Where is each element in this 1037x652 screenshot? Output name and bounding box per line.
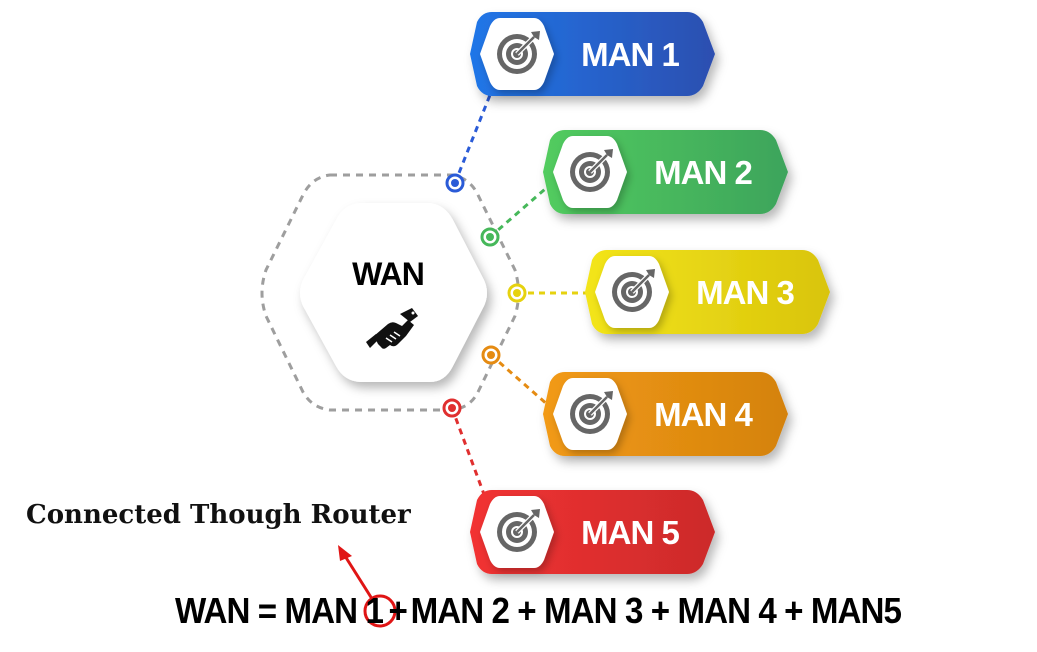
man-node-2: MAN 2 — [543, 130, 788, 214]
wan-hub — [300, 203, 487, 382]
target-icon — [497, 31, 540, 74]
target-icon — [570, 149, 613, 192]
connector-line — [490, 353, 549, 407]
man-node-label: MAN 2 — [654, 154, 752, 191]
router-caption: Connected Though Router — [26, 500, 411, 530]
man-node-label: MAN 1 — [581, 36, 679, 73]
annotation-arrow — [343, 555, 376, 603]
wan-title: WAN — [352, 256, 424, 292]
man-node-label: MAN 3 — [696, 274, 794, 311]
formula-left: WAN = MAN 1 — [175, 590, 384, 631]
connector-node-dot — [513, 289, 521, 297]
handshake-icon — [366, 308, 418, 349]
target-icon — [612, 269, 655, 312]
man-node-label: MAN 4 — [654, 396, 753, 433]
man-node-label: MAN 5 — [581, 514, 679, 551]
man-node-3: MAN 3 — [585, 250, 830, 334]
connector-node-dot — [448, 404, 456, 412]
router-highlight-circle — [363, 594, 397, 628]
formula: WAN = MAN 1+MAN 2 + MAN 3 + MAN 4 + MAN5 — [175, 590, 902, 632]
connector-node-dot — [486, 233, 494, 241]
formula-router-operator: + — [388, 590, 407, 631]
target-icon — [570, 391, 613, 434]
connector-node-dot — [487, 351, 495, 359]
man-node-1: MAN 1 — [470, 12, 715, 96]
formula-right: MAN 2 + MAN 3 + MAN 4 + MAN5 — [410, 590, 902, 631]
connector-node-dot — [451, 179, 459, 187]
connectors — [442, 94, 588, 498]
connector-line — [453, 94, 492, 184]
target-icon — [497, 509, 540, 552]
connector-line — [450, 407, 487, 498]
connector-line — [489, 181, 553, 239]
man-node-4: MAN 4 — [543, 372, 788, 456]
man-node-5: MAN 5 — [470, 490, 715, 574]
annotation-arrowhead — [338, 545, 352, 561]
